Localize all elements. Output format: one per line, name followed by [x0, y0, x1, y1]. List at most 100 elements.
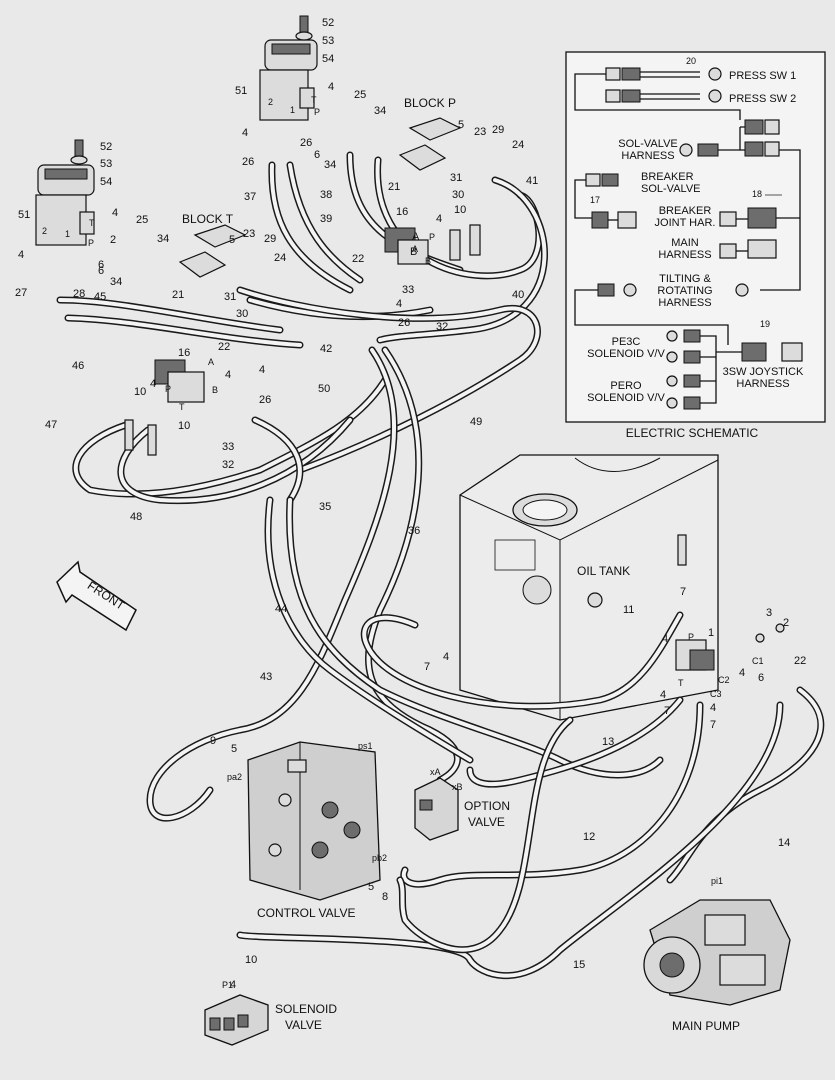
callout-number: 25: [136, 214, 148, 226]
breaker-joint-connectors: [719, 207, 800, 259]
breaker-joint-label-1: BREAKER: [659, 205, 712, 217]
port-c2: C2: [718, 675, 730, 685]
callout-number: 25: [354, 89, 366, 101]
schematic-num-20: 20: [686, 56, 696, 66]
port-t-top: T: [311, 95, 317, 105]
port-c1: C1: [752, 656, 764, 666]
callout-number: 7: [424, 661, 430, 673]
main-harness-label-2: HARNESS: [658, 249, 711, 261]
callout-number: 26: [259, 394, 271, 406]
callout-number: 4: [396, 298, 402, 310]
front-arrow-icon: [56, 560, 137, 632]
press-sw2-label: PRESS SW 2: [729, 93, 796, 105]
port-c3: C3: [710, 689, 722, 699]
callout-number: 4: [230, 979, 236, 991]
callout-number: 54: [100, 176, 112, 188]
callout-number: 44: [275, 603, 287, 615]
callout-number: 6: [98, 259, 104, 271]
electric-schematic: ELECTRIC SCHEMATIC 20 PRESS SW 1 PRESS S…: [565, 51, 826, 440]
callout-number: 43: [260, 671, 272, 683]
callout-number: 22: [352, 253, 364, 265]
callout-number: 53: [322, 35, 334, 47]
breaker-joint-label-2: JOINT HAR.: [655, 217, 716, 229]
callout-number: 22: [218, 341, 230, 353]
callout-number: 4: [112, 207, 118, 219]
schematic-num-17: 17: [590, 195, 600, 205]
callout-number: B: [410, 246, 417, 258]
callout-number: 49: [470, 416, 482, 428]
callout-number: 34: [374, 105, 386, 117]
callout-number: 52: [100, 141, 112, 153]
callout-number: 6: [98, 265, 104, 277]
port-one-top: 1: [290, 105, 295, 115]
schematic-num-19: 19: [760, 319, 770, 329]
block-t: [124, 224, 247, 456]
callout-number: 2: [110, 234, 116, 246]
callout-number: 9: [210, 735, 216, 747]
callout-number: 33: [402, 284, 414, 296]
callout-number: 8: [382, 891, 388, 903]
callout-number: 28: [73, 288, 85, 300]
port-p-block-p: P: [429, 232, 435, 242]
port-pb2: pb2: [372, 853, 387, 863]
callout-number: 5: [229, 234, 235, 246]
callout-number: A: [412, 231, 420, 243]
callout-number: 29: [264, 233, 276, 245]
callout-number: 4: [436, 213, 442, 225]
port-a-block-t: A: [208, 357, 214, 367]
callout-number: 51: [18, 209, 30, 221]
callout-number: 11: [623, 604, 634, 616]
pe3c-label-1: PE3C: [612, 336, 641, 348]
callout-number: 13: [602, 736, 614, 748]
option-valve-label-1: OPTION: [464, 799, 510, 813]
option-valve: [414, 777, 459, 841]
port-two-left: 2: [42, 226, 47, 236]
pero-label-2: SOLENOID V/V: [587, 392, 665, 404]
tilting-label-2: ROTATING: [657, 285, 712, 297]
tilting-label-1: TILTING &: [659, 273, 711, 285]
callout-number: 16: [396, 206, 408, 218]
callout-number: 21: [172, 289, 184, 301]
option-valve-label-2: VALVE: [468, 815, 505, 829]
callout-number: 4: [259, 364, 265, 376]
pe3c-label-2: SOLENOID V/V: [587, 348, 665, 360]
port-ps1: ps1: [358, 741, 373, 751]
breaker-sol-valve-label-2: SOL-VALVE: [641, 183, 701, 195]
port-xb: xB: [452, 782, 463, 792]
callout-number: 34: [324, 159, 336, 171]
sol-valve-harness-label-1: SOL-VALVE: [618, 138, 678, 150]
callout-number: 29: [492, 124, 504, 136]
hoses: [56, 151, 825, 980]
callout-number: 26: [300, 137, 312, 149]
callout-number: 34: [110, 276, 122, 288]
port-t-left: T: [89, 218, 95, 228]
callout-number: 10: [134, 386, 146, 398]
callout-number: 10: [245, 954, 257, 966]
callout-number: 7: [710, 719, 716, 731]
control-valve-label: CONTROL VALVE: [257, 906, 355, 920]
port-p1-solenoid: P1: [222, 980, 233, 990]
callout-number: 39: [320, 213, 332, 225]
callout-number: 23: [243, 228, 255, 240]
callout-number: 1: [708, 627, 714, 639]
callout-number: 4: [710, 702, 716, 714]
port-a-block-p: A: [412, 244, 418, 254]
callout-number: 37: [244, 191, 256, 203]
callout-number: 42: [320, 343, 332, 355]
callout-number: 5: [368, 881, 374, 893]
main-pump: [643, 899, 791, 1006]
port-t-tank: T: [678, 678, 684, 688]
block-t-label: BLOCK T: [182, 212, 234, 226]
callout-number: 48: [130, 511, 142, 523]
callout-number: 36: [408, 525, 420, 537]
callout-number: 4: [443, 651, 449, 663]
main-harness-connectors: [719, 243, 748, 259]
callout-number: 47: [45, 419, 57, 431]
breaker-sol-valve-connectors: [574, 173, 637, 229]
tank-fitting-block: [675, 623, 785, 671]
callout-number: 21: [388, 181, 400, 193]
callout-number: 15: [573, 959, 585, 971]
schematic-title: ELECTRIC SCHEMATIC: [626, 426, 759, 440]
